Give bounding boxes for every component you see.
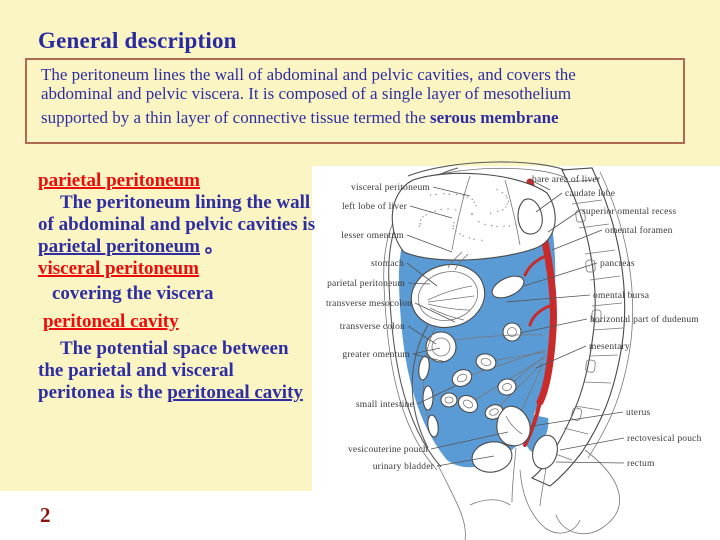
term-peritoneal-cavity: peritoneal cavity — [43, 311, 179, 332]
cjk-period: 。 — [200, 236, 224, 257]
page-number: 2 — [40, 503, 51, 527]
label-greater-omentum: greater omentum — [342, 350, 410, 360]
description-line: abdominal and pelvic viscera. It is comp… — [41, 84, 572, 103]
definition-line: The potential space between — [60, 338, 289, 359]
definition-line: of abdominal and pelvic cavities is — [38, 214, 316, 235]
diagram-labels-right: bare area of liver caudate lobe superior… — [532, 174, 702, 469]
diagram-labels-left: visceral peritoneum left lobe of liver l… — [326, 183, 435, 472]
label-parietal-peritoneum: parietal peritoneum — [327, 279, 405, 289]
label-omental-foramen: omental foramen — [605, 225, 673, 236]
definition-line: parietal peritoneum 。 — [38, 236, 224, 257]
label-omental-bursa: omental bursa — [593, 291, 650, 301]
pancreas-illustration — [491, 275, 525, 299]
label-lesser-omentum: lesser omentum — [341, 231, 404, 241]
label-transverse-mesocolon: transverse mesocolon — [326, 299, 412, 309]
definition-line: The peritoneum lining the wall — [60, 192, 311, 213]
liver-illustration — [391, 172, 556, 261]
description-line: The peritoneum lines the wall of abdomin… — [41, 65, 576, 84]
label-left-lobe-of-liver: left lobe of liver — [342, 201, 408, 212]
label-visceral-peritoneum: visceral peritoneum — [351, 183, 430, 193]
lesser-omentum-line — [447, 251, 469, 271]
label-vesicouterine-pouch: vesicouterine pouch — [348, 445, 428, 455]
label-small-intestine: small intestine — [356, 400, 414, 410]
leader-lines — [406, 178, 625, 467]
label-uterus: uterus — [626, 408, 651, 418]
label-transverse-colon: transverse colon — [340, 322, 405, 332]
label-rectovesical-pouch: rectovesical pouch — [627, 434, 702, 444]
label-stomach: stomach — [371, 259, 404, 269]
serous-membrane-term: serous membrane — [430, 108, 559, 127]
label-mesentary: mesentary — [589, 342, 630, 352]
label-bare-area-of-liver: bare area of liver — [532, 174, 601, 185]
duodenum-illustration — [502, 322, 522, 342]
label-urinary-bladder: urinary bladder — [373, 462, 435, 472]
definition-line: the parietal and visceral — [38, 360, 234, 381]
description-box: The peritoneum lines the wall of abdomin… — [25, 58, 685, 144]
label-pancreas: pancreas — [600, 259, 635, 269]
label-superior-omental-recess: superior omental recess — [582, 207, 676, 217]
term-visceral-peritoneum: visceral peritoneum — [38, 258, 199, 279]
page-title: General description — [38, 28, 237, 53]
definition-line: peritonea is the peritoneal cavity — [38, 382, 303, 403]
pelvic-organs-illustration — [471, 405, 558, 507]
definition-line: covering the viscera — [52, 283, 214, 304]
label-horizontal-part-of-dudenum: horizontal part of dudenum — [590, 314, 699, 325]
term-parietal-peritoneum: parietal peritoneum — [38, 170, 201, 191]
label-rectum: rectum — [627, 459, 655, 469]
label-caudate-lobe: caudate lobe — [565, 189, 615, 199]
greater-omentum-illustration — [411, 324, 439, 449]
transverse-colon-illustration — [425, 331, 544, 363]
definitions-column: parietal peritoneum The peritoneum linin… — [38, 170, 338, 404]
description-line: supported by a thin layer of connective … — [41, 108, 559, 127]
